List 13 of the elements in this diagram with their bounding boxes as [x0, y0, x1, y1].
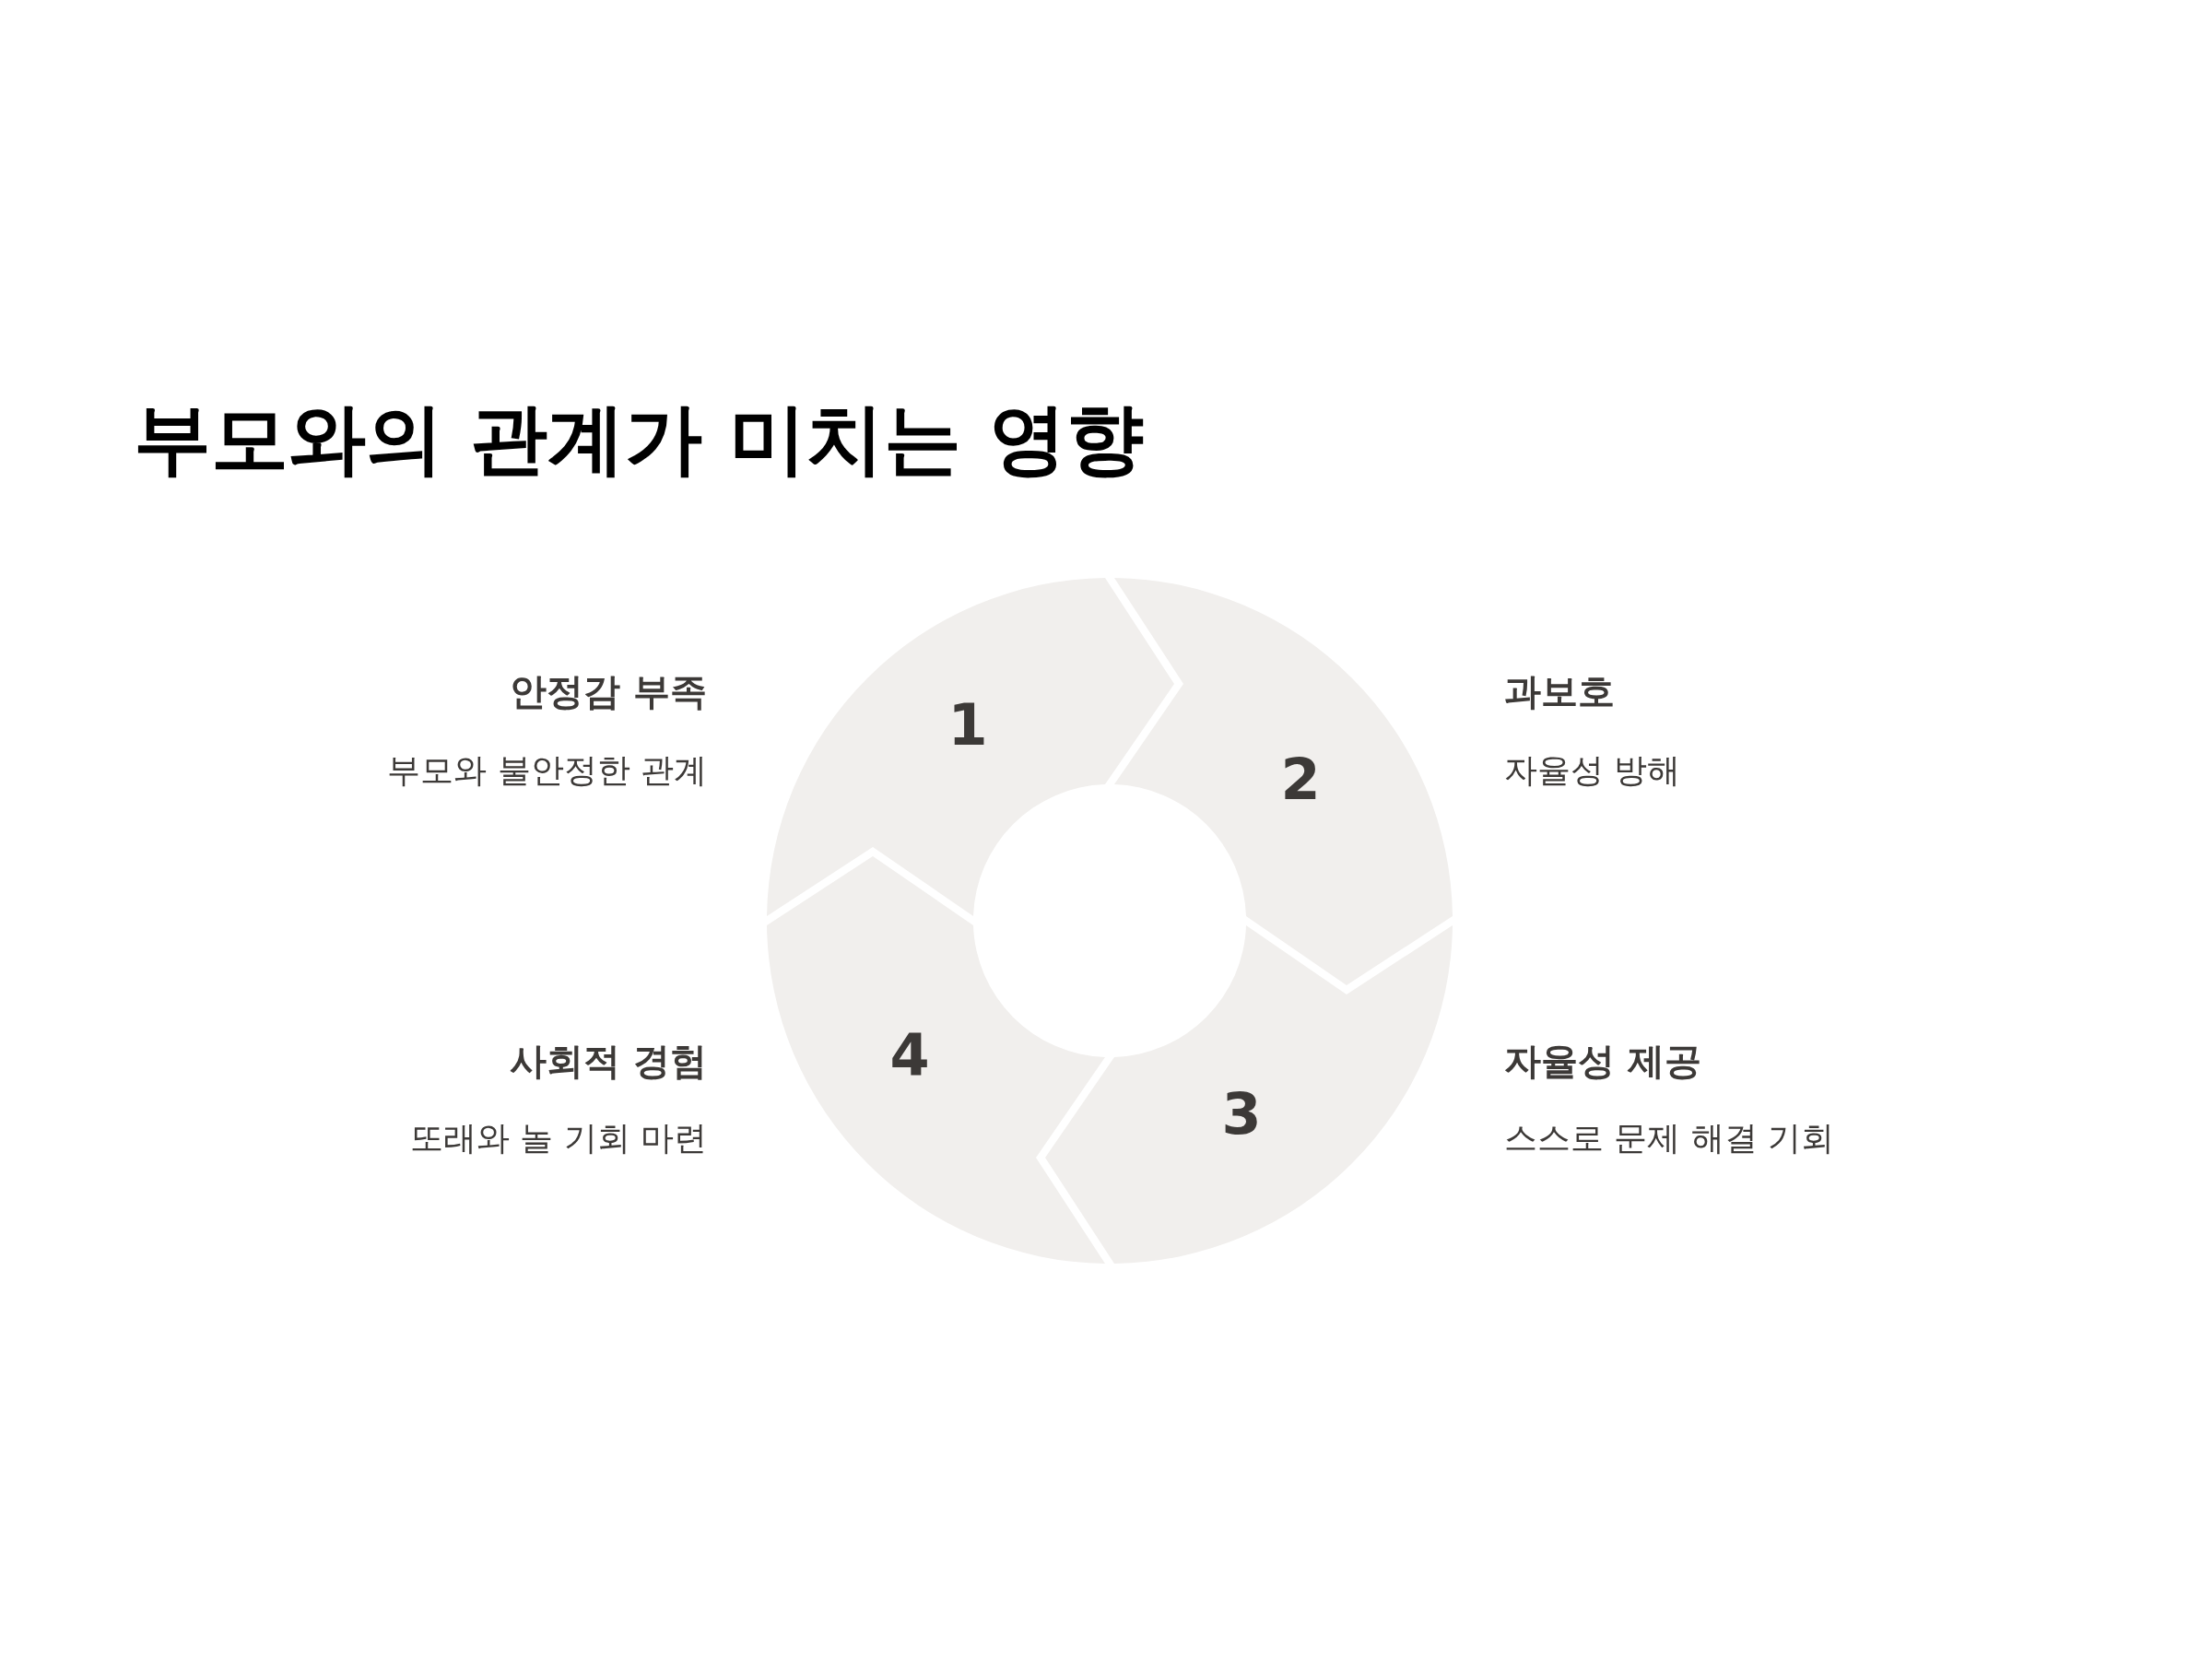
- step-heading: 사회적 경험: [510, 1039, 707, 1083]
- step-number: 2: [1280, 751, 1321, 808]
- diagram-title: 부모와의 관계가 미치는 영향: [134, 394, 1144, 484]
- step-description: 자율성 방해: [1504, 750, 1681, 791]
- step-heading: 안정감 부족: [510, 669, 707, 713]
- step-number: 4: [889, 1027, 930, 1084]
- step-description: 또래와 놀 기회 마련: [409, 1118, 707, 1159]
- step-number: 1: [947, 697, 988, 754]
- step-description: 부모와 불안정한 관계: [387, 750, 707, 791]
- step-description: 스스로 문제 해결 기회: [1504, 1118, 1835, 1159]
- step-heading: 자율성 제공: [1504, 1039, 1701, 1083]
- step-number: 3: [1221, 1086, 1262, 1143]
- step-heading: 과보호: [1504, 669, 1615, 713]
